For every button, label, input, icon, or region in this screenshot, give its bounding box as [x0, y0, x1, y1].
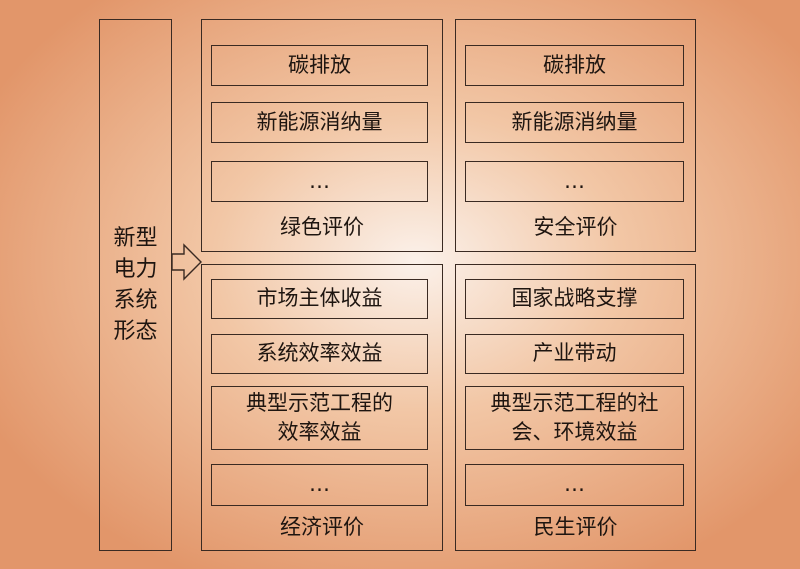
safety-item-carbon: 碳排放 [465, 45, 684, 86]
left-panel [99, 19, 172, 551]
economy-item-market: 市场主体收益 [211, 279, 428, 319]
economy-item-efficiency: 系统效率效益 [211, 334, 428, 374]
quadrant-economy [201, 264, 443, 551]
economy-item-demo: 典型示范工程的 效率效益 [211, 386, 428, 450]
livelihood-item-strategy: 国家战略支撑 [465, 279, 684, 319]
green-item-renewable: 新能源消纳量 [211, 102, 428, 143]
quadrant-livelihood [455, 264, 696, 551]
safety-title: 安全评价 [533, 215, 618, 240]
green-title: 绿色评价 [280, 215, 364, 240]
livelihood-item-demo: 典型示范工程的社 会、环境效益 [465, 386, 684, 450]
quadrant-green [201, 19, 443, 252]
economy-title: 经济评价 [280, 515, 364, 540]
livelihood-item-industry: 产业带动 [465, 334, 684, 374]
green-item-ellipsis: … [211, 161, 428, 202]
economy-item-ellipsis: … [211, 464, 428, 506]
left-panel-label: 新型 电力 系统 形态 [113, 225, 158, 345]
safety-item-renewable: 新能源消纳量 [465, 102, 684, 143]
livelihood-item-ellipsis: … [465, 464, 684, 506]
livelihood-title: 民生评价 [533, 515, 618, 540]
green-item-carbon: 碳排放 [211, 45, 428, 86]
safety-item-ellipsis: … [465, 161, 684, 202]
quadrant-safety [455, 19, 696, 252]
right-arrow-icon [171, 243, 202, 281]
